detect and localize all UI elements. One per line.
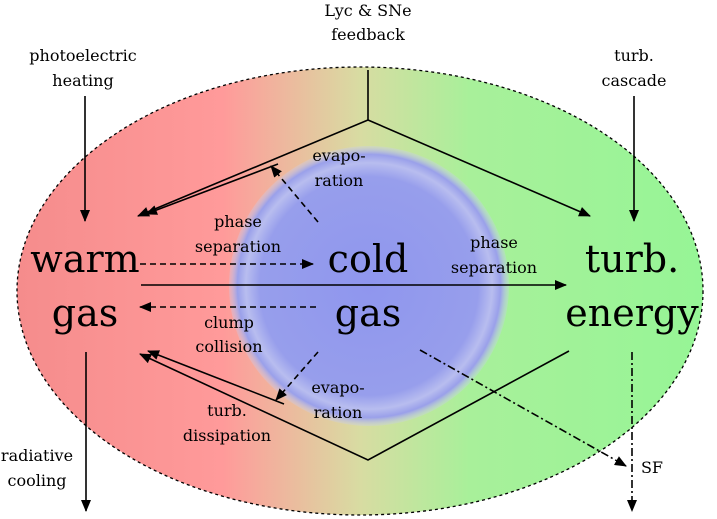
warm-gas-label-line1: warm <box>30 237 139 281</box>
turb-cascade-label-line2: cascade <box>602 71 667 90</box>
turb-dissipation-path <box>139 350 570 461</box>
feedback-to-warm-arrow <box>137 119 369 217</box>
cold-gas-label-line1: cold <box>328 237 409 281</box>
evaporation-bottom-label-line1: evapo- <box>311 378 364 397</box>
turb-cascade-label-line1: turb. <box>614 46 654 65</box>
external-arrows <box>80 96 639 512</box>
dissipation-paths <box>139 350 570 461</box>
turb-energy-label-line1: turb. <box>585 237 679 281</box>
feedback-to-turb-arrow <box>367 119 591 217</box>
clump-collision-label-line1: clump <box>204 313 254 332</box>
turb-dissipation-label-line1: turb. <box>207 401 247 420</box>
lyc-feedback-label-line2: feedback <box>331 25 405 44</box>
evaporation-top-to-warm <box>145 163 279 215</box>
evaporation-top-label-line2: ration <box>315 171 364 190</box>
evaporation-bottom-to-warm <box>147 350 285 405</box>
phase-separation-right-label-line2: separation <box>451 258 537 277</box>
radiative-cooling-label-line2: cooling <box>7 471 66 490</box>
turb-energy-label-line2: energy <box>565 291 699 335</box>
cold-gas-region <box>229 146 509 426</box>
evaporation-top-arrow <box>270 165 319 223</box>
sf-label: SF <box>641 458 663 477</box>
evaporation-bottom-label-line2: ration <box>314 403 363 422</box>
photoelectric-heating-label-line1: photoelectric <box>29 46 136 65</box>
photoelectric-heating-label-line2: heating <box>52 71 113 90</box>
evaporation-bottom-arrow <box>275 351 319 401</box>
radiative-cooling-label-line1: radiative <box>1 446 73 465</box>
feedback-paths <box>137 70 591 217</box>
warm-gas-label-line2: gas <box>52 291 118 335</box>
turb-dissipation-label-line2: dissipation <box>183 426 271 445</box>
phase-separation-left-label-line2: separation <box>195 237 281 256</box>
clump-collision-label-line2: collision <box>195 337 262 356</box>
lyc-feedback-label-line1: Lyc & SNe <box>324 1 411 20</box>
evaporation-top-label-line1: evapo- <box>312 146 365 165</box>
process-arrows <box>139 163 627 467</box>
phase-separation-left-label-line1: phase <box>214 212 262 231</box>
cold-gas-label-line2: gas <box>335 291 401 335</box>
cold-to-sf-arrow <box>419 349 627 467</box>
phase-separation-right-label-line1: phase <box>470 233 518 252</box>
